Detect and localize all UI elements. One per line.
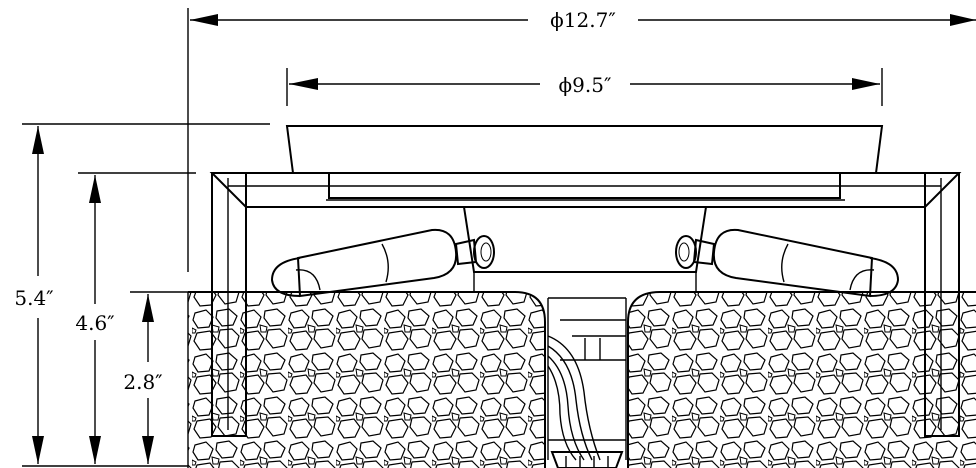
gas-hose-1: [547, 335, 601, 461]
drain-fitting-ribs: [565, 456, 609, 468]
stone-edge-left: [188, 291, 546, 468]
gas-hose-2: [547, 345, 593, 461]
left-lamp-mount-inner: [480, 242, 492, 262]
right-lamp-lens-inner: [849, 269, 875, 291]
right-lamp-body: [712, 228, 874, 298]
outer-arrowhead-right: [950, 14, 976, 26]
burner-housing: [462, 206, 708, 273]
left-lamp-band: [381, 243, 389, 283]
gas-hose-4: [547, 365, 577, 461]
frame-inner-lines: [227, 178, 942, 430]
right-lamp-mount: [675, 235, 697, 269]
right-lamp-mount-inner: [678, 242, 690, 262]
outer-diameter-dimension: ϕ12.7″: [187, 8, 976, 272]
stone-fill: [187, 291, 976, 468]
gas-hose-3: [547, 355, 585, 461]
height-dimensions: 5.4″ 4.6″ 2.8″: [14, 123, 270, 467]
inner-arrowhead-right: [852, 78, 880, 90]
gas-assembly: [547, 297, 627, 468]
outer-arrowhead-left: [190, 14, 218, 26]
inner-arrowhead-left: [289, 78, 318, 90]
right-lamp-lens: [869, 257, 900, 297]
stone-depth-arrow-bottom: [142, 436, 154, 464]
total-height-label: 5.4″: [14, 286, 53, 310]
bowl-top-ring: [285, 125, 884, 174]
stone-depth-arrow-top: [142, 294, 154, 322]
inner-diameter-dimension: ϕ9.5″: [286, 68, 883, 106]
cavity-outline: [547, 297, 627, 460]
stone-fill-right: [628, 292, 976, 468]
left-lamp-lens-inner: [295, 269, 321, 291]
right-lamp-band: [781, 243, 789, 283]
left-lamp-body: [296, 228, 458, 298]
frame-height-arrow-bottom: [89, 436, 101, 464]
bowl-plate: [328, 172, 841, 199]
stone-fill-left: [188, 292, 545, 468]
frame-height-arrow-top: [89, 175, 101, 203]
left-lamp-lens: [270, 257, 301, 297]
valve-block: [560, 319, 626, 361]
left-lamp: [270, 228, 495, 298]
frame-height-label: 4.6″: [75, 311, 114, 335]
frame-top-bar: [209, 172, 962, 208]
stone-edge-right: [627, 291, 976, 468]
left-lamp-mount: [473, 235, 495, 269]
burner-stem: [473, 272, 697, 292]
stone-depth-label: 2.8″: [123, 370, 162, 394]
total-height-arrow-bottom: [32, 436, 44, 464]
inner-diameter-label: ϕ9.5″: [559, 73, 612, 97]
fire-bowl: [285, 125, 884, 292]
right-lamp: [675, 228, 900, 298]
outer-diameter-label: ϕ12.7″: [550, 8, 616, 32]
total-height-arrow-top: [32, 126, 44, 154]
drain-fitting: [550, 451, 624, 468]
